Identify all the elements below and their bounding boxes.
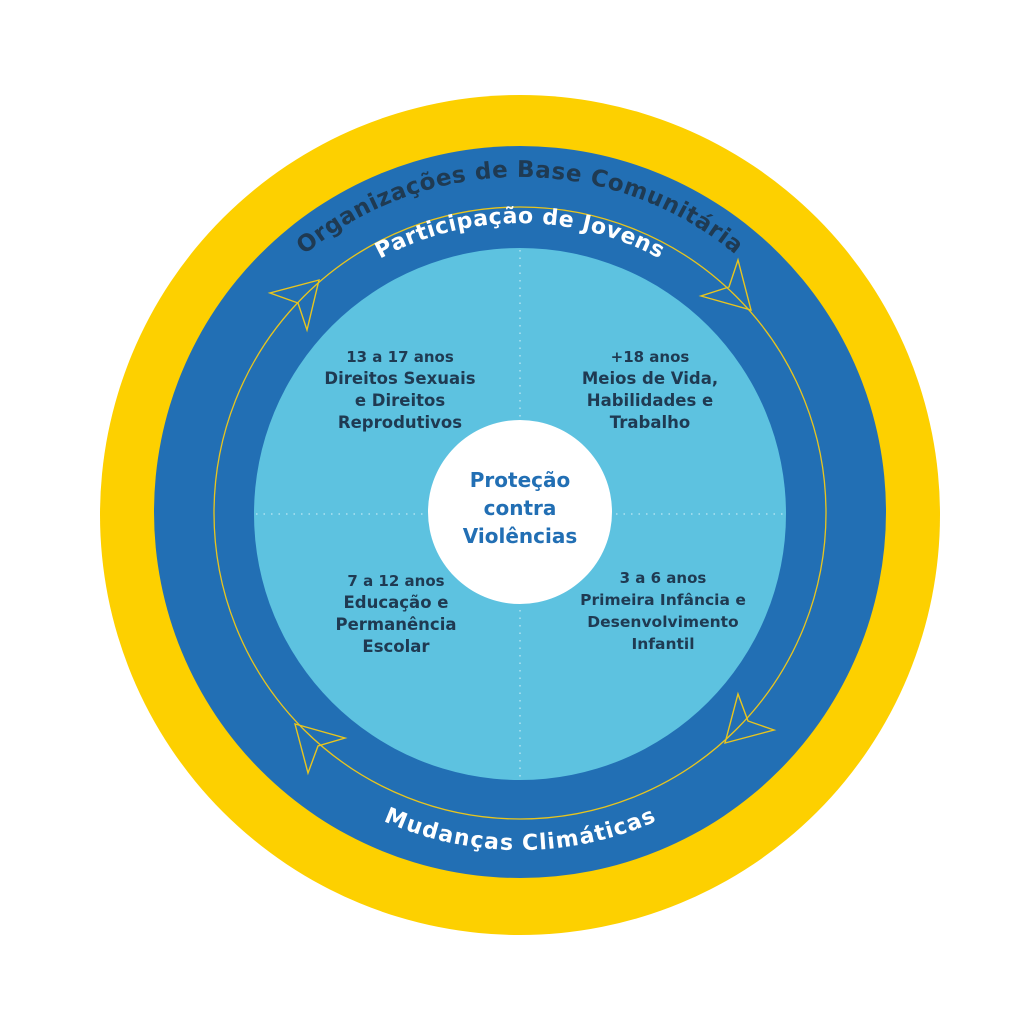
arrow-icon-top-right xyxy=(698,257,752,312)
quadrant-age: +18 anos xyxy=(610,348,690,366)
center-circle xyxy=(428,420,612,604)
quadrant-title: Primeira Infância e Desenvolvimento Infa… xyxy=(580,591,746,653)
quadrant-age: 13 a 17 anos xyxy=(346,348,454,366)
quadrant-title: Direitos Sexuais e Direitos Reprodutivos xyxy=(324,369,476,432)
quadrant-title: Educação e Permanência Escolar xyxy=(335,593,457,656)
quadrant-age: 3 a 6 anos xyxy=(619,569,707,587)
center-label: Proteção contra Violências xyxy=(462,468,578,548)
quadrant-top-left: 13 a 17 anos Direitos Sexuais e Direitos… xyxy=(300,346,500,434)
quadrant-title: Meios de Vida, Habilidades e Trabalho xyxy=(581,369,719,432)
quadrant-bottom-right: 3 a 6 anos Primeira Infância e Desenvolv… xyxy=(553,567,773,655)
arrow-icon-top-left xyxy=(267,279,320,333)
cycle-line xyxy=(213,206,827,820)
arrow-icon-bottom-right xyxy=(724,691,777,744)
quadrant-top-right: +18 anos Meios de Vida, Habilidades e Tr… xyxy=(550,346,750,434)
arrow-icon-bottom-left xyxy=(294,722,348,776)
quadrant-bottom-left: 7 a 12 anos Educação e Permanência Escol… xyxy=(296,570,496,658)
quadrant-age: 7 a 12 anos xyxy=(347,572,445,590)
